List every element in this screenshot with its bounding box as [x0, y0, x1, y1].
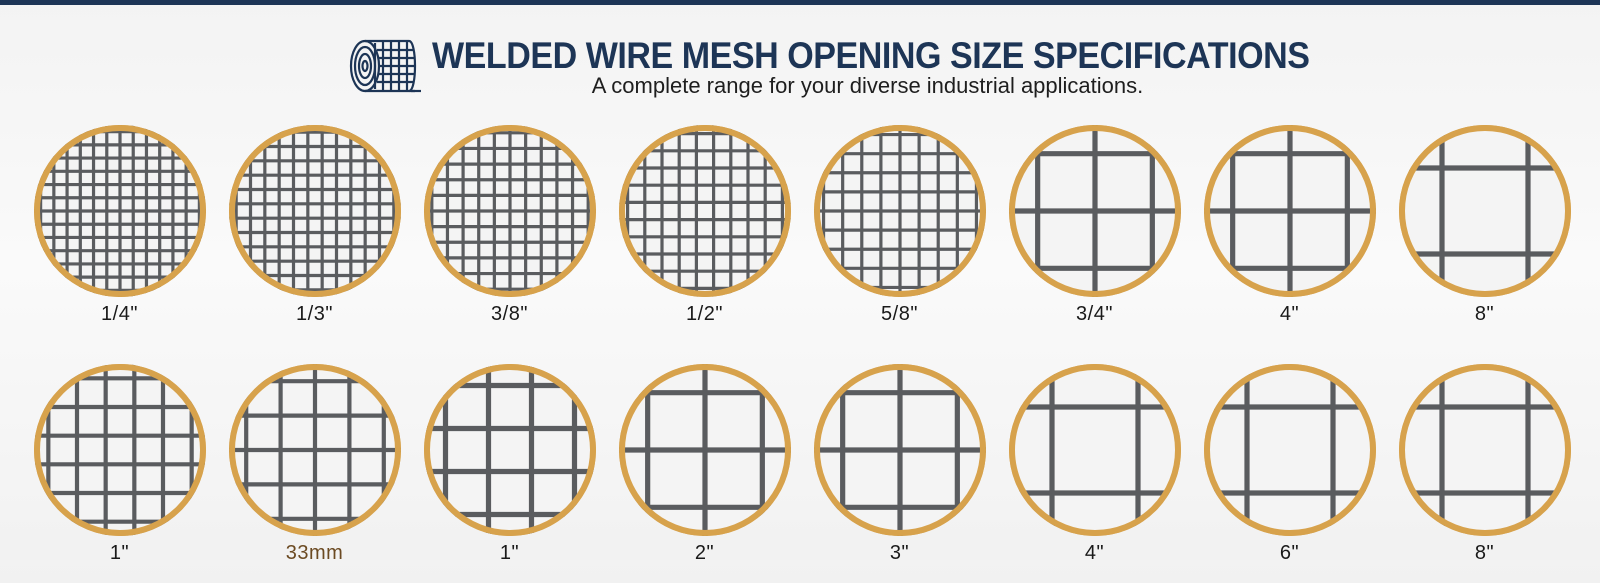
- mesh-disc: [1399, 125, 1571, 297]
- header: WELDED WIRE MESH OPENING SIZE SPECIFICAT…: [0, 28, 1600, 108]
- mesh-size-label: 33mm: [285, 542, 344, 564]
- mesh-swatch: 3": [802, 364, 997, 564]
- page-title: WELDED WIRE MESH OPENING SIZE SPECIFICAT…: [432, 35, 1310, 76]
- mesh-size-label: 4": [1084, 542, 1105, 564]
- mesh-pattern: [229, 364, 401, 536]
- mesh-swatch: 3/8": [412, 125, 607, 325]
- mesh-pattern: [814, 125, 986, 297]
- mesh-disc: [814, 364, 986, 536]
- mesh-pattern: [1204, 125, 1376, 297]
- mesh-disc: [1399, 364, 1571, 536]
- mesh-size-label: 1/2": [686, 303, 723, 325]
- mesh-disc: [34, 364, 206, 536]
- mesh-swatch: 1": [412, 364, 607, 564]
- mesh-swatch: 4": [1192, 125, 1387, 325]
- mesh-disc: [424, 125, 596, 297]
- mesh-disc: [1204, 364, 1376, 536]
- mesh-disc: [229, 125, 401, 297]
- mesh-swatch: 2": [607, 364, 802, 564]
- mesh-disc: [814, 125, 986, 297]
- mesh-size-label: 1": [499, 542, 520, 564]
- mesh-pattern: [814, 364, 986, 536]
- mesh-pattern: [619, 125, 791, 297]
- mesh-size-label: 2": [694, 542, 715, 564]
- mesh-size-label: 3": [889, 542, 910, 564]
- page-subtitle: A complete range for your diverse indust…: [591, 73, 1144, 98]
- mesh-disc: [424, 364, 596, 536]
- mesh-swatch: 1": [22, 364, 217, 564]
- mesh-pattern: [34, 125, 206, 297]
- mesh-pattern: [619, 364, 791, 536]
- mesh-disc: [619, 125, 791, 297]
- mesh-pattern: [1204, 364, 1376, 536]
- mesh-swatch: 1/2": [607, 125, 802, 325]
- mesh-disc: [1009, 364, 1181, 536]
- mesh-size-label: 3/8": [491, 303, 528, 325]
- mesh-swatch: 33mm: [217, 364, 412, 564]
- mesh-size-label: 6": [1279, 542, 1300, 564]
- mesh-swatch: 4": [997, 364, 1192, 564]
- mesh-pattern: [424, 364, 596, 536]
- wire-mesh-roll-icon: [347, 38, 423, 94]
- mesh-size-label: 1/4": [101, 303, 138, 325]
- mesh-pattern: [229, 125, 401, 297]
- mesh-swatch: 6": [1192, 364, 1387, 564]
- mesh-swatch: 1/3": [217, 125, 412, 325]
- mesh-swatch: 8": [1387, 364, 1582, 564]
- mesh-pattern: [34, 364, 206, 536]
- mesh-swatch: 5/8": [802, 125, 997, 325]
- mesh-disc: [1009, 125, 1181, 297]
- mesh-disc: [1204, 125, 1376, 297]
- mesh-swatch: 1/4": [22, 125, 217, 325]
- mesh-disc: [229, 364, 401, 536]
- mesh-pattern: [1399, 125, 1571, 297]
- mesh-size-grid: 1/4" 1/3" 3/8" 1/2" 5/8" 3/4" 4" 8" 1" 33mm 1" 2" 3"…: [0, 125, 1600, 575]
- mesh-pattern: [1009, 364, 1181, 536]
- mesh-pattern: [424, 125, 596, 297]
- mesh-size-label: 8": [1474, 303, 1495, 325]
- mesh-size-label: 5/8": [881, 303, 918, 325]
- mesh-size-label: 8": [1474, 542, 1495, 564]
- mesh-disc: [619, 364, 791, 536]
- mesh-size-label: 1": [109, 542, 130, 564]
- mesh-swatch: 8": [1387, 125, 1582, 325]
- mesh-pattern: [1009, 125, 1181, 297]
- mesh-pattern: [1399, 364, 1571, 536]
- mesh-size-label: 1/3": [296, 303, 333, 325]
- mesh-disc: [34, 125, 206, 297]
- mesh-swatch: 3/4": [997, 125, 1192, 325]
- top-accent-bar: [0, 0, 1600, 5]
- mesh-size-label: 4": [1279, 303, 1300, 325]
- mesh-size-label: 3/4": [1076, 303, 1113, 325]
